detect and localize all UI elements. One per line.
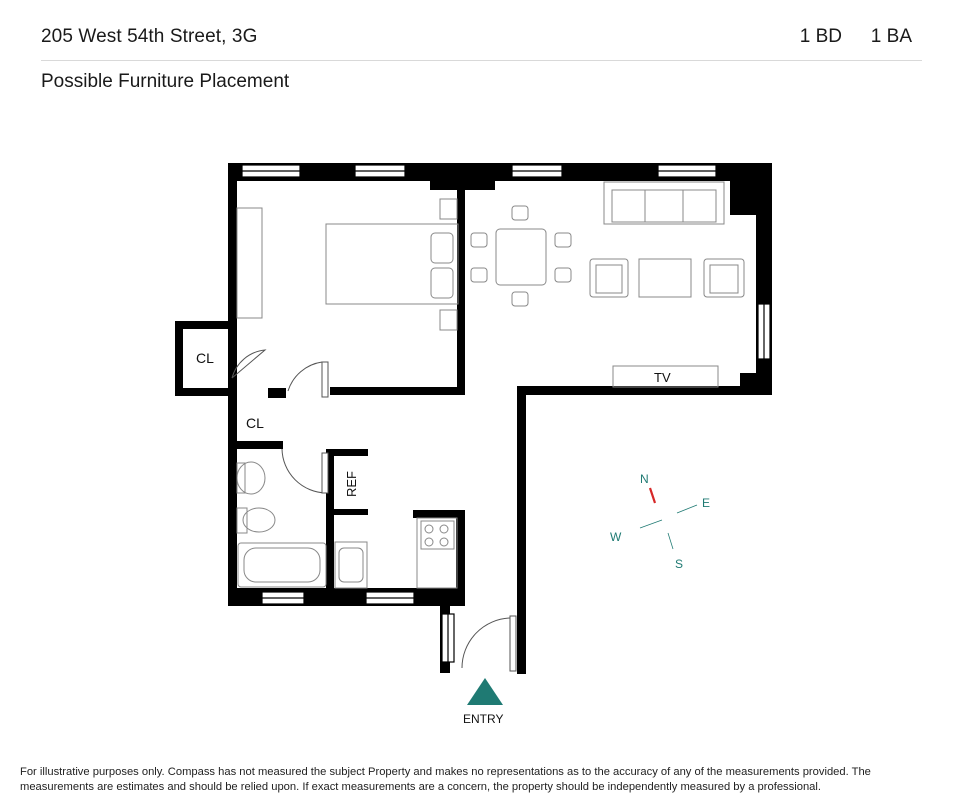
compass-south-line — [667, 532, 674, 550]
sink — [236, 461, 266, 495]
compass-south-label: S — [675, 557, 683, 571]
stove-counter — [416, 517, 458, 589]
bedroom-furniture — [236, 198, 459, 331]
armchair — [703, 258, 745, 298]
bathtub — [237, 542, 327, 588]
tv-console — [612, 365, 719, 388]
disclaimer-text: For illustrative purposes only. Compass … — [20, 766, 871, 793]
kitchen-sink — [334, 541, 368, 589]
living-furniture — [470, 181, 745, 388]
listing-header: 205 West 54th Street, 3G 1 BD 1 BA — [41, 22, 922, 61]
listing-address: 205 West 54th Street, 3G — [41, 26, 258, 47]
fridge-label: REF — [344, 471, 359, 497]
entry-label: ENTRY — [463, 712, 503, 726]
armchair — [589, 258, 629, 298]
bathroom-count: 1 BA — [870, 26, 912, 47]
toilet — [242, 507, 276, 533]
plan-subtitle: Possible Furniture Placement — [41, 71, 290, 92]
compass: N E S W — [610, 472, 710, 571]
dresser — [236, 207, 263, 319]
windows — [241, 164, 771, 663]
compass-west-line — [639, 519, 663, 529]
compass-north-label: N — [640, 472, 649, 486]
tv-label: TV — [654, 370, 671, 385]
closet-label: CL — [196, 350, 214, 366]
entry-marker-icon — [467, 678, 503, 705]
floor-plan: CL CL REF TV ENTRY N E S W — [175, 163, 772, 726]
dining-table — [495, 228, 547, 286]
bed — [325, 223, 459, 305]
fixtures — [236, 461, 458, 589]
nightstand — [439, 309, 458, 331]
compass-east-line — [676, 504, 698, 514]
nightstand — [439, 198, 458, 220]
compass-west-label: W — [610, 530, 622, 544]
bedroom-count: 1 BD — [799, 26, 842, 47]
doors — [231, 349, 517, 672]
sofa — [603, 181, 725, 225]
compass-north-needle — [648, 487, 657, 504]
closet-label: CL — [246, 415, 264, 431]
coffee-table — [638, 258, 692, 298]
compass-east-label: E — [702, 496, 710, 510]
